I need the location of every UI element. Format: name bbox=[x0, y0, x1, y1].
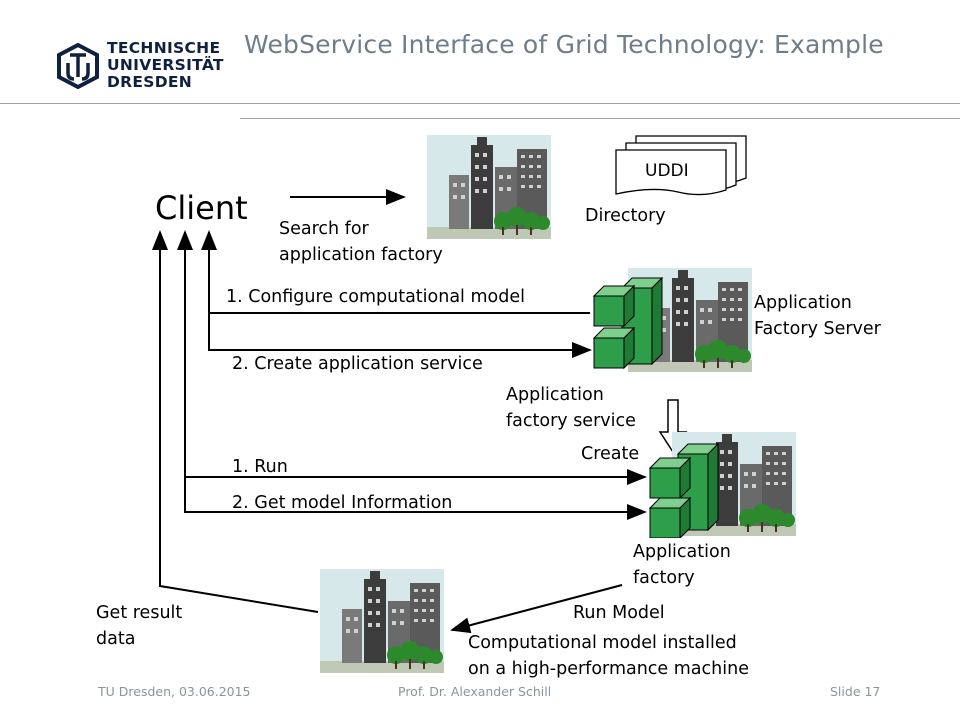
tu-dresden-logo: TECHNISCHE UNIVERSITÄT DRESDEN bbox=[55, 40, 225, 96]
logo-line-2: UNIVERSITÄT bbox=[107, 56, 224, 74]
factory-service-server-icon bbox=[593, 276, 664, 369]
create-service-label: 2. Create application service bbox=[232, 354, 483, 374]
logo-line-1: TECHNISCHE bbox=[107, 39, 221, 57]
create-service-arrow bbox=[208, 313, 592, 358]
run-model-label: Run Model bbox=[573, 603, 665, 623]
header-divider-secondary bbox=[240, 118, 960, 119]
client-label: Client bbox=[155, 189, 248, 227]
run-model-arrow bbox=[450, 584, 623, 634]
application-factory-server-icon bbox=[649, 442, 720, 538]
get-model-label: 2. Get model Information bbox=[232, 493, 453, 513]
uddi-documents-icon bbox=[615, 135, 747, 196]
slide-title: WebService Interface of Grid Technology:… bbox=[244, 30, 884, 59]
create-label: Create bbox=[581, 444, 640, 464]
hpc-machine-building-image bbox=[320, 569, 444, 673]
footer-date: TU Dresden, 03.06.2015 bbox=[98, 684, 251, 699]
footer-author: Prof. Dr. Alexander Schill bbox=[398, 684, 552, 699]
tud-emblem-icon bbox=[57, 43, 99, 89]
configure-label: 1. Configure computational model bbox=[226, 287, 525, 307]
uddi-label: UDDI bbox=[645, 161, 689, 181]
directory-building-image bbox=[427, 135, 551, 239]
directory-label: Directory bbox=[585, 206, 666, 226]
header-divider bbox=[0, 103, 960, 104]
result-arrow bbox=[152, 230, 319, 613]
footer-slide-number: Slide 17 bbox=[830, 684, 881, 699]
run-label: 1. Run bbox=[232, 457, 288, 477]
logo-line-3: DRESDEN bbox=[107, 73, 193, 91]
